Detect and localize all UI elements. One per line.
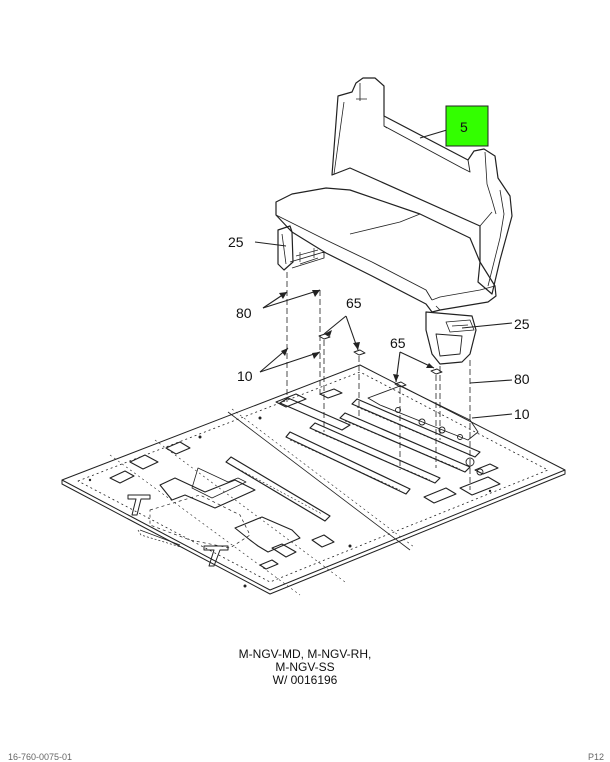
callout-25-left[interactable]: 25: [228, 234, 244, 250]
bench-seat: [275, 77, 513, 365]
caption-line-3: W/ 0016196: [272, 673, 338, 687]
callout-5[interactable]: 5: [460, 119, 468, 135]
callout-10-right[interactable]: 10: [514, 406, 530, 422]
seat-backrest: [331, 77, 513, 295]
right-seat-leg: [425, 311, 477, 365]
callout-80-right[interactable]: 80: [514, 371, 530, 387]
callout-10-left[interactable]: 10: [237, 368, 253, 384]
caption-line-1: M-NGV-MD, M-NGV-RH,: [238, 647, 372, 661]
seat-track-slots: [225, 397, 481, 522]
footer-right: P12: [587, 752, 604, 762]
wheel-well-plate: [367, 385, 484, 476]
floor-panel: [61, 364, 566, 596]
leader-lines: [254, 126, 513, 419]
floor-cutouts: [109, 388, 501, 570]
seat-cushion: [275, 187, 497, 313]
callout-80-left[interactable]: 80: [236, 305, 252, 321]
left-seat-leg: [277, 225, 325, 271]
caption: M-NGV-MD, M-NGV-RH, M-NGV-SS W/ 0016196: [0, 648, 610, 687]
callout-65-left[interactable]: 65: [346, 295, 362, 311]
callout-25-right[interactable]: 25: [514, 316, 530, 332]
footer-left: 16-760-0075-01: [8, 752, 73, 762]
caption-line-2: M-NGV-SS: [275, 660, 335, 674]
tie-down-fittings: [127, 494, 229, 567]
highlight-box[interactable]: [445, 105, 489, 147]
fasteners-exploded: [318, 333, 443, 388]
callout-65-right[interactable]: 65: [390, 335, 406, 351]
assembly-lines: [286, 272, 471, 490]
floor-fasteners: [88, 416, 492, 588]
